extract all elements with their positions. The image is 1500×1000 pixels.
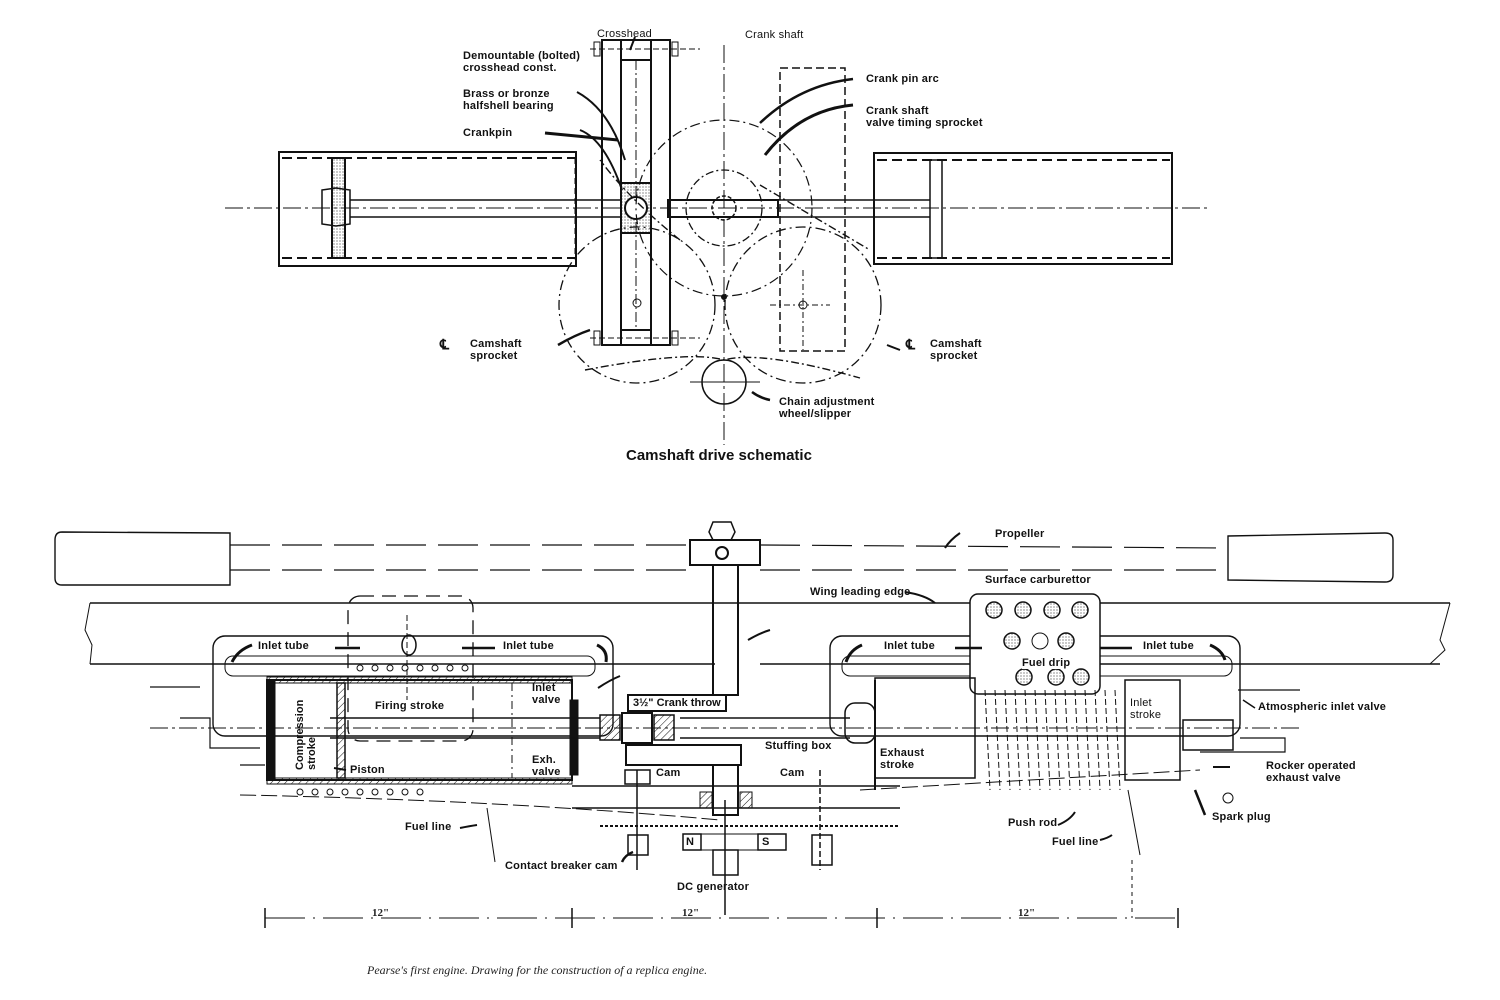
dimension-middle: 12" <box>682 907 700 919</box>
label-crosshead: Crosshead <box>597 28 652 40</box>
label-fuel-line-left: Fuel line <box>405 821 452 833</box>
figure-caption: Pearse's first engine. Drawing for the c… <box>367 963 708 977</box>
label-camshaft-sprocket-left: Camshaft sprocket <box>470 338 522 362</box>
centerline-symbol-left: ℄ <box>440 336 450 352</box>
label-piston: Piston <box>350 764 385 776</box>
label-push-rod: Push rod <box>1008 817 1058 829</box>
drive-chain <box>584 159 871 379</box>
label-inlet-tube-2: Inlet tube <box>503 640 554 652</box>
label-inlet-valve: Inlet valve <box>532 682 561 706</box>
crankshaft-timing-sprocket <box>685 169 763 247</box>
left-camshaft-sprocket <box>558 226 716 384</box>
label-fuel-line-right: Fuel line <box>1052 836 1099 848</box>
label-surface-carburettor: Surface carburettor <box>985 574 1091 586</box>
engine-piston <box>336 682 346 779</box>
label-spark-plug: Spark plug <box>1212 811 1271 823</box>
carburettor-jets <box>985 601 1090 686</box>
dc-generator <box>627 833 833 876</box>
label-stuffing-box: Stuffing box <box>765 740 832 752</box>
left-engine-cylinder <box>266 664 579 796</box>
label-propeller: Propeller <box>995 528 1045 540</box>
dimension-line <box>264 860 1179 928</box>
label-cam-left: Cam <box>656 767 681 779</box>
label-crank-pin-arc: Crank pin arc <box>866 73 939 85</box>
magnet-s-label: S <box>762 836 770 848</box>
label-inlet-tube-3: Inlet tube <box>884 640 935 652</box>
label-exhaust-stroke: Exhaust stroke <box>880 747 925 771</box>
fuel-drip <box>1031 632 1049 650</box>
crankpin <box>624 196 648 220</box>
dimension-left: 12" <box>372 907 390 919</box>
schematic-title: Camshaft drive schematic <box>626 447 812 464</box>
label-valve-timing-sprocket: Crank shaft valve timing sprocket <box>866 105 983 129</box>
dashed-crank-region <box>779 67 846 352</box>
label-inlet-tube-4: Inlet tube <box>1143 640 1194 652</box>
right-camshaft-sprocket <box>724 226 882 384</box>
camshaft-schematic <box>225 36 1210 445</box>
label-crank-throw: 3½" Crank throw <box>627 694 727 712</box>
label-demountable-crosshead: Demountable (bolted) crosshead const. <box>463 50 581 74</box>
right-piston <box>929 159 943 259</box>
label-camshaft-sprocket-right: Camshaft sprocket <box>930 338 982 362</box>
left-cylinder <box>278 151 620 267</box>
label-inlet-tube-1: Inlet tube <box>258 640 309 652</box>
wing <box>84 595 1451 742</box>
label-compression-stroke: Compression stroke <box>294 699 318 770</box>
label-dc-generator: DC generator <box>677 881 750 893</box>
label-cam-right: Cam <box>780 767 805 779</box>
label-fuel-drip: Fuel drip <box>1022 657 1071 669</box>
label-halfshell-bearing: Brass or bronze halfshell bearing <box>463 88 554 112</box>
left-piston <box>331 157 346 259</box>
dimension-right: 12" <box>1018 907 1036 919</box>
label-rocker-exhaust-valve: Rocker operated exhaust valve <box>1266 760 1356 784</box>
label-inlet-stroke: Inlet stroke <box>1130 697 1162 721</box>
crank-assembly <box>599 564 742 915</box>
label-crankpin: Crankpin <box>463 127 513 139</box>
engine-assembly <box>54 521 1451 928</box>
label-firing-stroke: Firing stroke <box>375 700 445 712</box>
right-engine-cylinder <box>844 677 1234 791</box>
label-exh-valve: Exh. valve <box>532 754 561 778</box>
propeller <box>54 521 1394 586</box>
magnet-n-label: N <box>686 836 695 848</box>
label-atmospheric-inlet-valve: Atmospheric inlet valve <box>1258 701 1387 713</box>
label-wing-leading-edge: Wing leading edge <box>810 586 911 598</box>
crosshead <box>590 39 700 346</box>
label-crank-shaft: Crank shaft <box>745 29 804 41</box>
centerline-symbol-right: ℄ <box>906 336 916 352</box>
right-cylinder <box>873 152 1173 265</box>
crank-pin-arc <box>635 119 813 297</box>
label-chain-adjustment: Chain adjustment wheel/slipper <box>779 396 875 420</box>
inlet-tube-left <box>212 635 614 737</box>
piston-nut-icon <box>321 187 351 227</box>
label-contact-breaker-cam: Contact breaker cam <box>505 860 618 872</box>
